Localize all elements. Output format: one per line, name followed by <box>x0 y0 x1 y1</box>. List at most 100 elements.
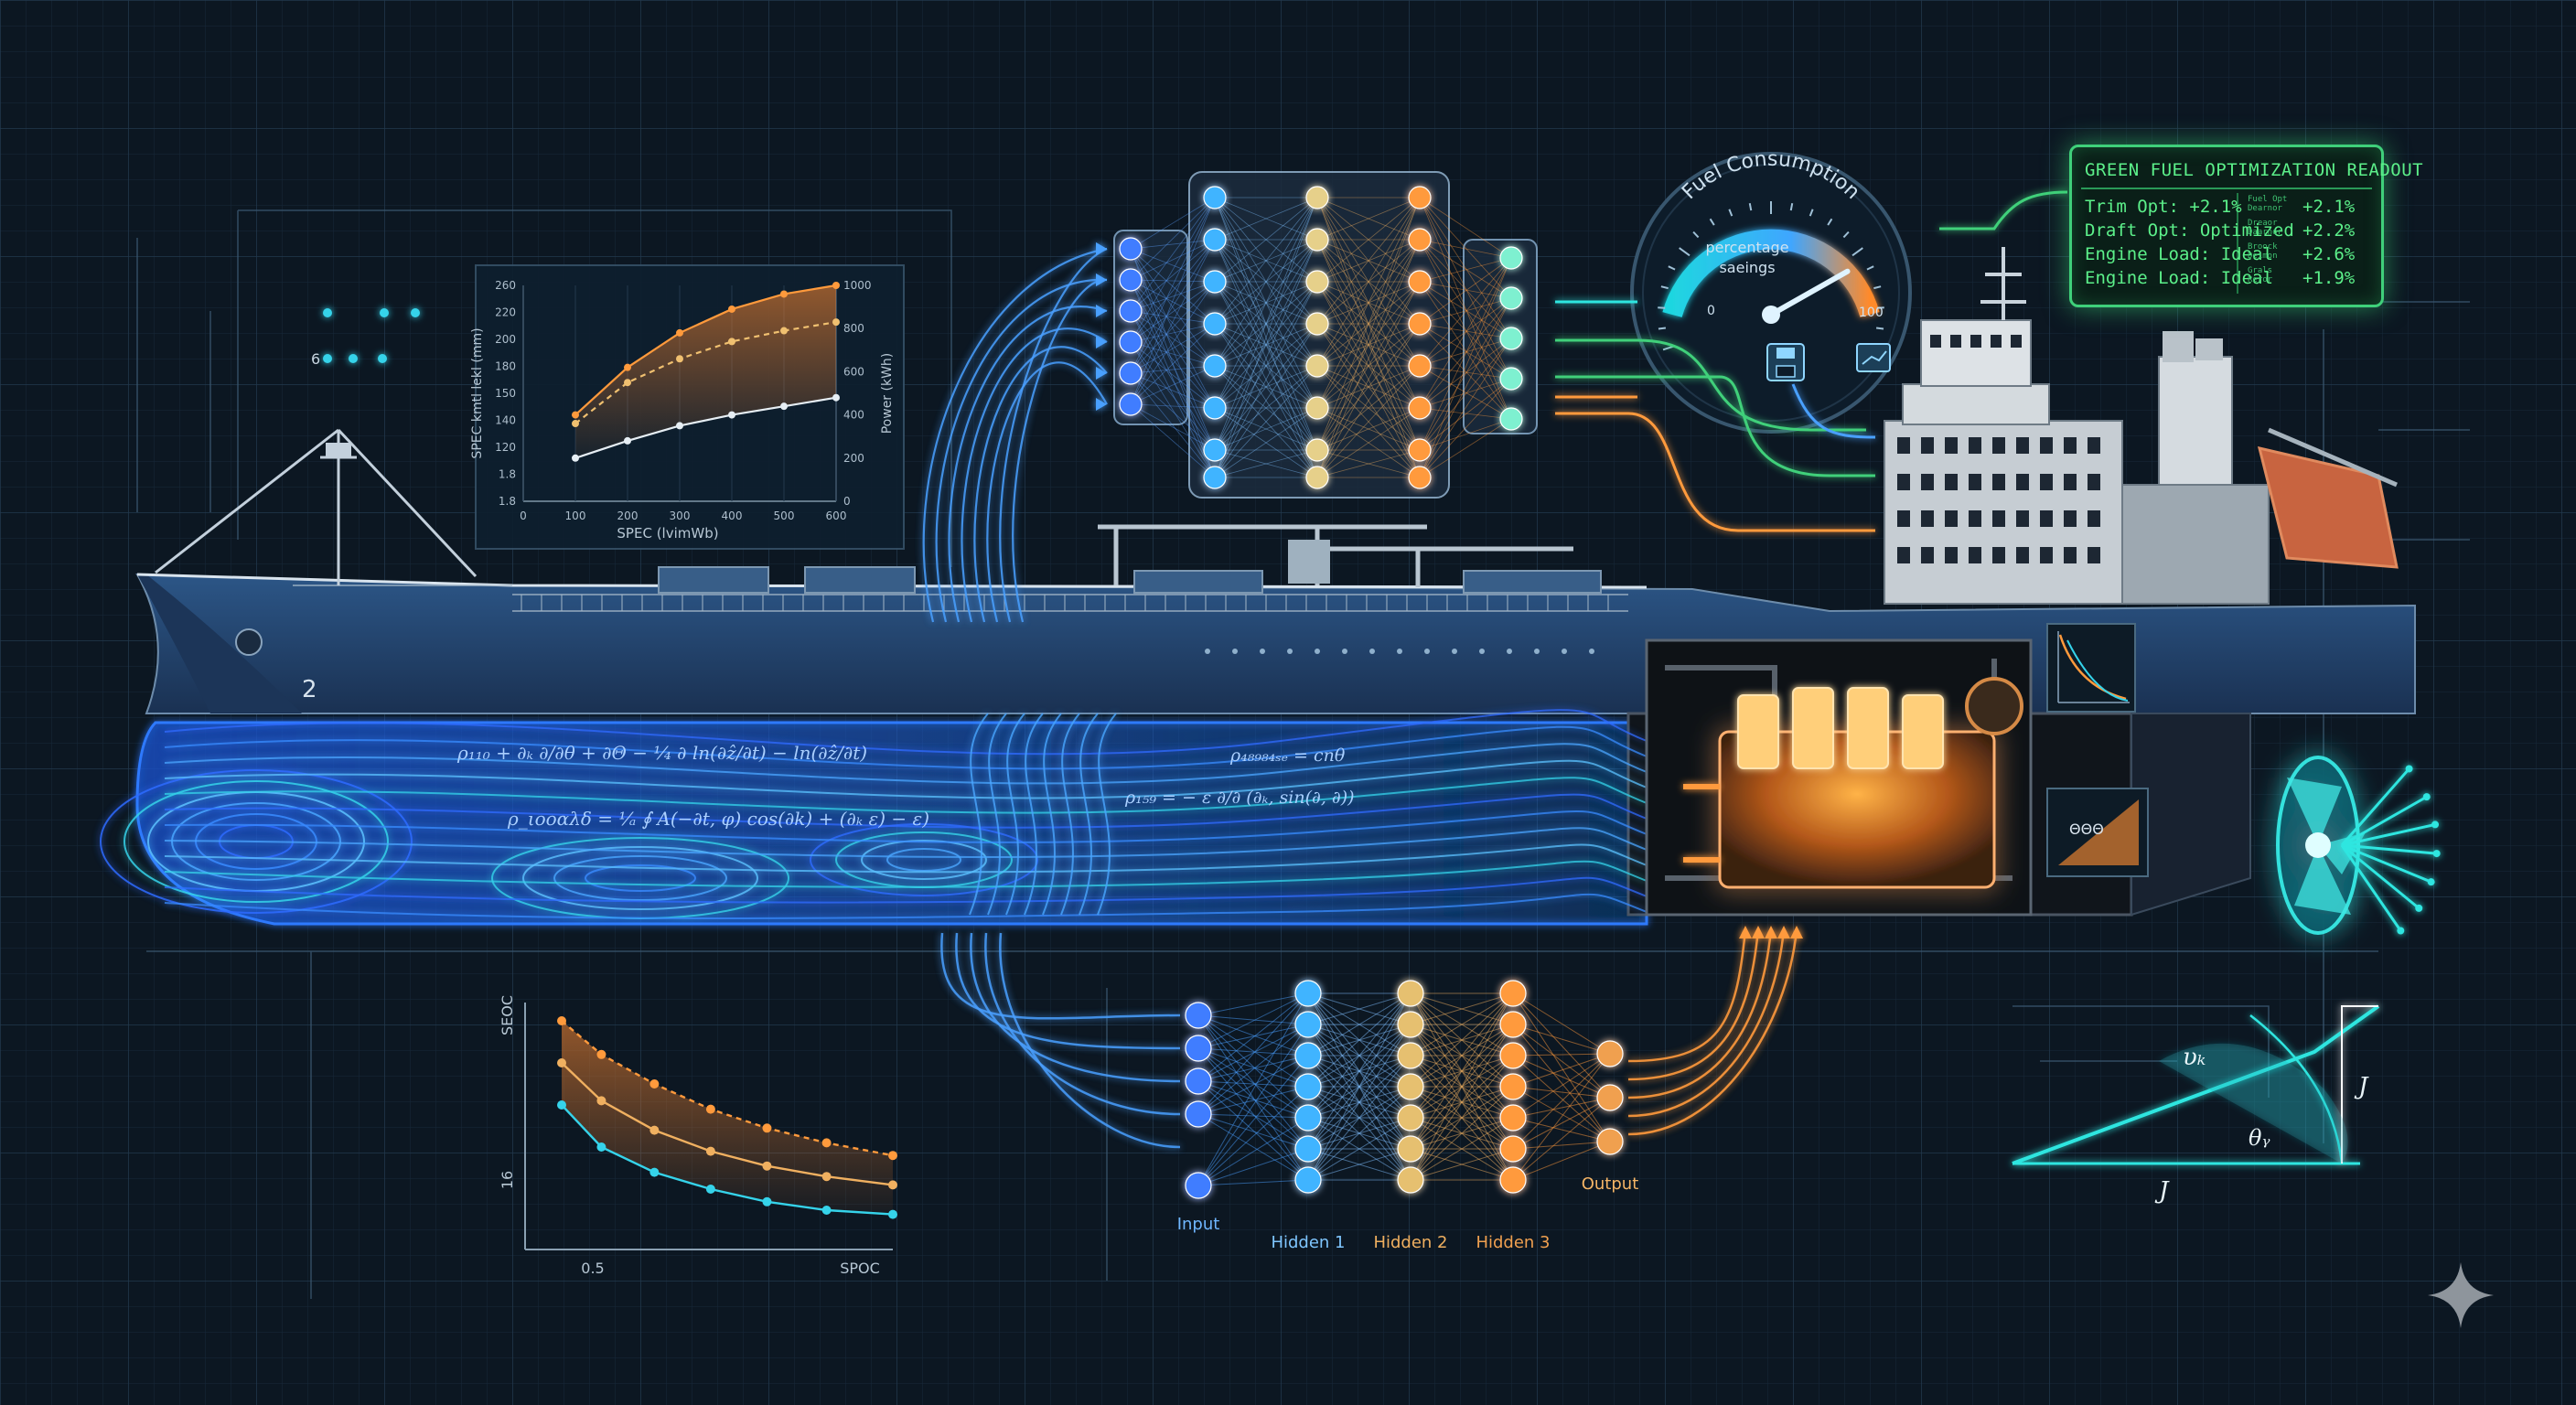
rising-streamline <box>1024 713 1044 916</box>
readout-row-note: Deimon <box>2248 252 2278 261</box>
bottom-chart-point <box>821 1138 832 1148</box>
thrust-arrow-tip <box>2397 927 2405 935</box>
nn-top-edge <box>1130 239 1216 281</box>
nn-top-node <box>1499 327 1523 350</box>
nn-top-node <box>1305 354 1329 378</box>
nn-bottom-node <box>1596 1128 1624 1155</box>
nn-top-edge <box>1316 239 1421 283</box>
gauge-connector-line <box>1555 412 1875 532</box>
gauge-tick <box>1668 265 1676 271</box>
nn-top-node <box>1203 354 1227 378</box>
nn-top-edge <box>1130 281 1216 343</box>
blueprint-lines <box>136 209 2470 1299</box>
nn-bottom-edge <box>1410 992 1514 1181</box>
inflow-arrow-line <box>935 278 1108 623</box>
gauge-tick <box>1789 203 1794 211</box>
equation-4: ρ₁₅₉ = − ε ∂/∂ (∂ₖ, sin(∂, ∂)) <box>1124 788 1355 808</box>
nn-outflow-arrowhead <box>1765 926 1777 938</box>
top-chart-y-left-tick: 1.8 <box>499 495 516 508</box>
inflow-arrow-head <box>1096 367 1107 380</box>
nn-top-edge <box>1214 197 1318 451</box>
nn-top-edge <box>1419 378 1512 478</box>
top-chart-point <box>728 305 735 313</box>
thrust-arrow-line <box>2341 795 2428 847</box>
thrust-arrow-line <box>2340 844 2402 932</box>
nn-top-edge <box>1214 197 1318 367</box>
sparkle-icon <box>2428 1262 2494 1328</box>
nn-top-edge <box>1316 323 1421 451</box>
nn-top-edge <box>1130 365 1216 374</box>
nn-top-edge <box>1130 197 1216 405</box>
inflow-arrow-line <box>973 346 1108 623</box>
nn-bottom-node <box>1499 980 1527 1007</box>
bridge-window <box>1992 510 2005 527</box>
nn-bottom-edge <box>1410 992 1514 1025</box>
nn-top-edge <box>1316 197 1421 325</box>
inflow-arrow-line <box>922 247 1108 623</box>
nn-top-edge <box>1316 449 1421 478</box>
nn-top-edge <box>1419 338 1512 451</box>
nn-top-node <box>1499 246 1523 270</box>
nn-top-edge <box>1214 365 1318 451</box>
nn-top-edge <box>1419 297 1512 325</box>
nn-top-node <box>1119 361 1143 385</box>
nn-top-edge <box>1214 281 1318 451</box>
nn-top-node <box>1499 367 1523 391</box>
bottom-chart-point <box>762 1123 772 1133</box>
nn-bottom-edge <box>1197 1024 1309 1049</box>
nn-top-edge <box>1419 281 1512 420</box>
nn-top-edge <box>1214 239 1318 283</box>
nn-bottom-edge <box>1197 1024 1309 1115</box>
nn-top-edge <box>1316 239 1421 409</box>
nn-top-edge <box>1316 365 1421 478</box>
nn-top-edge <box>1130 197 1216 250</box>
top-chart-point <box>832 318 840 327</box>
nn-bottom-edge <box>1197 1047 1309 1181</box>
nn-top-edge <box>1130 279 1216 283</box>
nn-top-edge <box>1130 310 1216 325</box>
bridge-window <box>1969 510 1981 527</box>
equations: ρ₁₁₀ + ∂ₖ ∂/∂θ + ∂Θ − ¹⁄₄ ∂ ln(∂ẑ/∂t) − … <box>456 742 1355 830</box>
gauge-subtitle-2: saeings <box>1719 259 1775 276</box>
nn-inflow-line <box>970 932 1181 1083</box>
nn-top-edge <box>1130 310 1216 478</box>
nn-bottom-edge <box>1307 992 1411 1181</box>
readout-row-note: Broock <box>2248 242 2278 252</box>
nn-top-edge <box>1316 197 1421 451</box>
top-chart-point <box>572 454 579 462</box>
nn-top-edge <box>1214 407 1318 451</box>
bridge-window <box>2064 474 2077 490</box>
bridge-window <box>1945 510 1958 527</box>
nn-bottom-node <box>1397 1104 1424 1132</box>
porthole <box>1479 649 1485 654</box>
nn-top-node <box>1408 438 1432 462</box>
streamline <box>164 827 1648 859</box>
nn-top-node <box>1499 286 1523 310</box>
nn-bottom-edge <box>1410 1055 1514 1181</box>
nn-top-edge <box>1316 281 1421 478</box>
streamline <box>164 709 1648 756</box>
nn-top-edge <box>1214 449 1318 478</box>
nn-outflow-arrowhead <box>1752 926 1765 938</box>
nn-top-edge <box>1214 323 1318 451</box>
velocity-triangle <box>2012 1004 2380 1165</box>
nn-top-node <box>1408 354 1432 378</box>
nn-top-edge <box>1130 403 1216 478</box>
nn-top-node <box>1119 299 1143 323</box>
thrust-arrow-tip <box>2427 878 2435 886</box>
nn-bottom-node <box>1185 1035 1212 1062</box>
bridge-window <box>1921 510 1934 527</box>
nn-bottom-edge <box>1197 1080 1309 1150</box>
nn-top-edge <box>1316 239 1421 451</box>
gauge-meter-icon <box>1856 343 1891 372</box>
bridge-window <box>2016 474 2029 490</box>
rising-streamline <box>969 713 989 916</box>
thrust-arrow-line <box>2341 822 2436 847</box>
bottom-chart-xlabel: SPOC <box>840 1260 880 1277</box>
nn-bottom-node <box>1499 1073 1527 1100</box>
nn-outflow-arrowhead <box>1777 926 1790 938</box>
bottom-chart-point <box>888 1151 897 1161</box>
porthole <box>1507 649 1512 654</box>
nn-top-edge <box>1130 239 1216 374</box>
